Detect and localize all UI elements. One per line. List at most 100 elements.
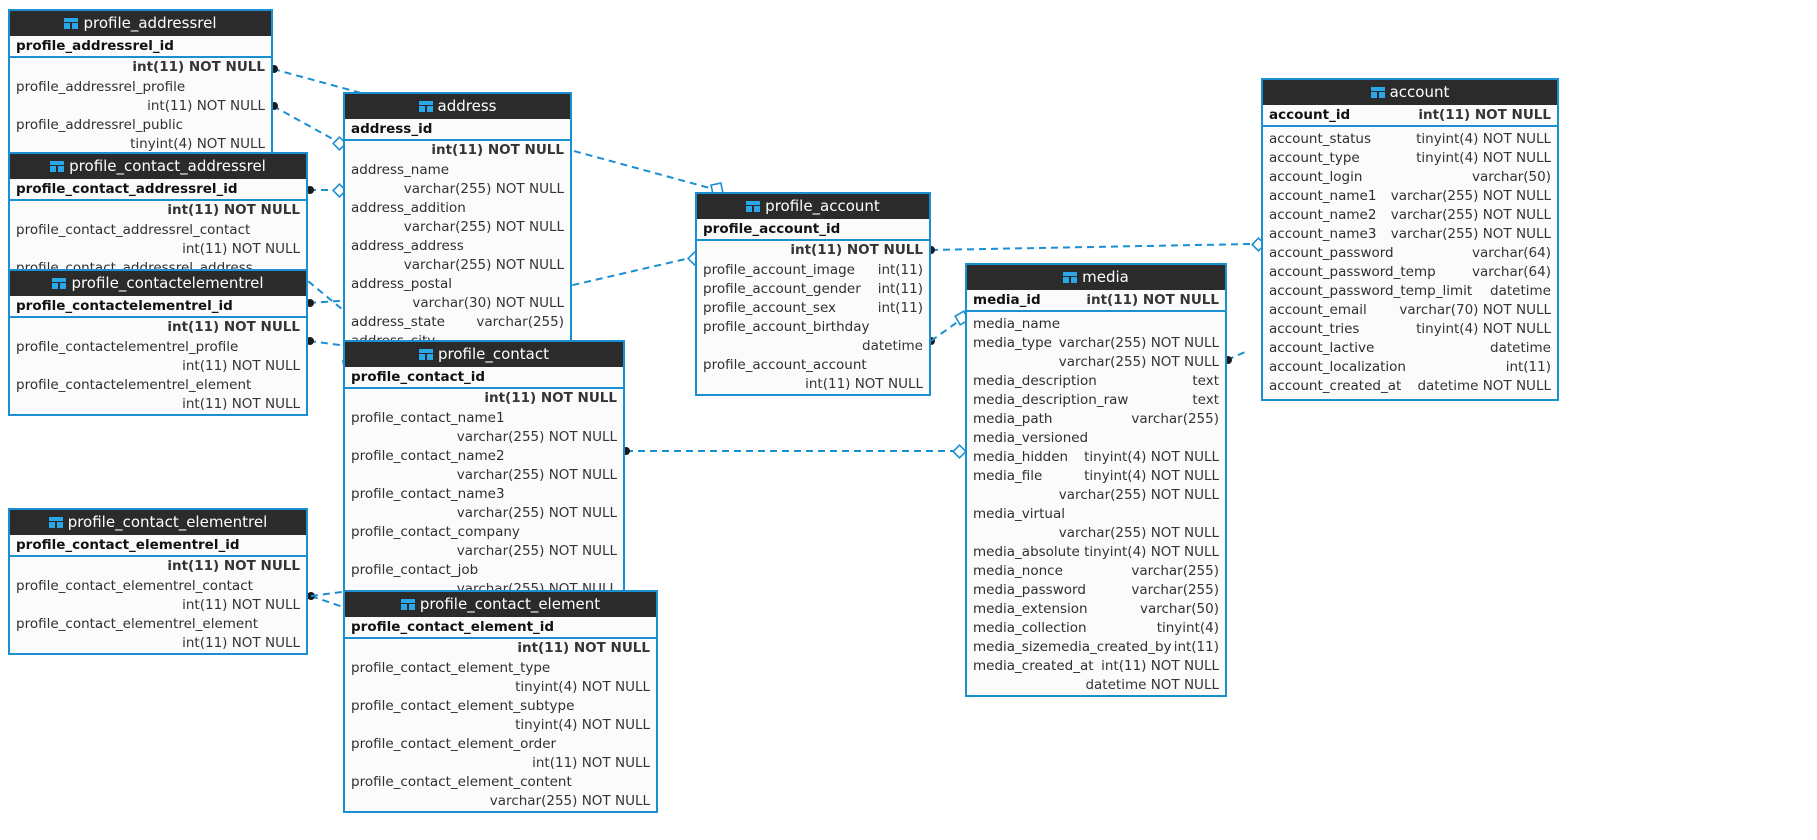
table-icon [50, 161, 65, 172]
column-row[interactable]: address_countryvarchar(2) [345, 258, 570, 387]
column-type: varchar(255) NOT NULL [1058, 335, 1219, 351]
column-type: tinyint(4) NOT NULL [515, 679, 650, 695]
column-name: profile_contactelementrel_profile [16, 339, 239, 355]
column-row[interactable]: profile_contact_addressrel_addressint(11… [10, 223, 306, 295]
column-name: account_password_temp_limit [1269, 283, 1473, 299]
column-name: media_password [973, 582, 1086, 598]
relationship-line [272, 105, 341, 144]
column-row[interactable]: address_cityvarchar(255) NOT NULL [345, 239, 570, 368]
table-icon [418, 349, 433, 360]
column-type: varchar(255) NOT NULL [403, 257, 564, 273]
column-row[interactable]: profile_addressrel_addressint(11) NOT NU… [10, 99, 271, 190]
column-name: media_collection [973, 620, 1087, 636]
column-row[interactable]: address_typeint(11) NOT NULL [345, 277, 570, 406]
column-type: tinyint(4) NOT NULL [1084, 468, 1219, 484]
column-name: profile_contact_company [351, 524, 520, 540]
table-icon [64, 18, 79, 29]
column-type: int(11) NOT NULL [182, 635, 300, 651]
column-type: int(11) NOT NULL [1418, 107, 1551, 123]
column-name: account_password [1269, 245, 1394, 261]
table-icon [48, 517, 63, 528]
